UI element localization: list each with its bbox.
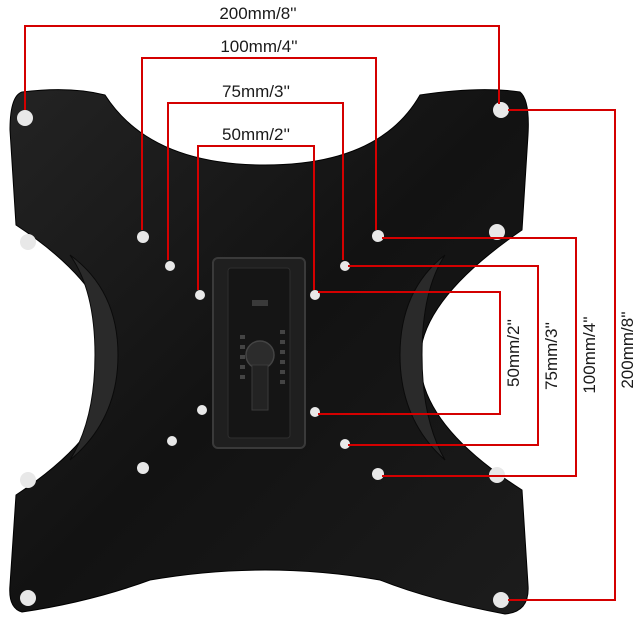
label-v50: 50mm/2'' xyxy=(504,319,523,387)
hole-50-top-left xyxy=(195,290,205,300)
hole-75-bottom-left xyxy=(167,436,177,446)
hole-50-bottom-left xyxy=(197,405,207,415)
dimension-lines xyxy=(24,25,616,601)
dim-line-h200 xyxy=(24,25,500,110)
dim-line-v75 xyxy=(348,265,539,446)
label-v75: 75mm/3'' xyxy=(542,322,561,390)
dim-line-v200 xyxy=(508,109,616,601)
hole-100-top-right xyxy=(372,230,384,242)
hole-75-top-right xyxy=(340,261,350,271)
hole-100-top-left xyxy=(137,231,149,243)
bracket-slot-top xyxy=(252,300,268,306)
label-h75: 75mm/3'' xyxy=(222,82,290,101)
hole-100-bottom-right xyxy=(372,468,384,480)
dim-line-h75 xyxy=(167,102,344,260)
hole-200-bottom-left xyxy=(20,472,36,488)
bracket-notches xyxy=(240,330,285,384)
hole-50-top-right xyxy=(310,290,320,300)
dim-line-h100 xyxy=(141,57,377,230)
hole-side-left xyxy=(20,234,36,250)
label-v100: 100mm/4'' xyxy=(580,316,599,393)
hole-100-bottom-left xyxy=(137,462,149,474)
hole-75-top-left xyxy=(165,261,175,271)
hole-200-bottom-right xyxy=(493,592,509,608)
label-h100: 100mm/4'' xyxy=(220,37,297,56)
hole-200-top-right xyxy=(493,102,509,118)
dim-line-v50 xyxy=(318,291,501,415)
label-h50: 50mm/2'' xyxy=(222,125,290,144)
hole-200-top-left xyxy=(17,110,33,126)
left-rib xyxy=(69,254,119,461)
dim-line-h50 xyxy=(197,145,315,290)
tilt-arm xyxy=(251,364,269,411)
dim-line-v100 xyxy=(382,237,577,477)
hole-200-bottom-left-low xyxy=(20,590,36,606)
label-v200: 200mm/8'' xyxy=(618,311,637,388)
hole-side-right xyxy=(489,224,505,240)
label-h200: 200mm/8'' xyxy=(219,4,296,23)
hole-50-bottom-right xyxy=(310,407,320,417)
right-rib xyxy=(399,254,446,461)
hole-75-bottom-right xyxy=(340,439,350,449)
